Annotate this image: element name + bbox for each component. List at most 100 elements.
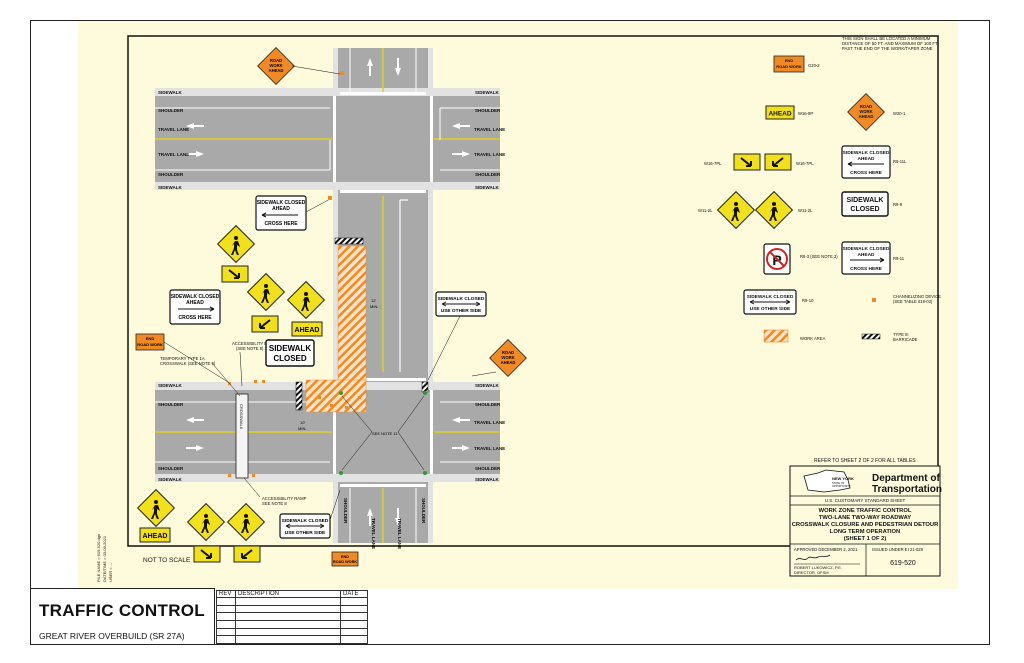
legend-code: R9-9 [893, 202, 903, 207]
sheet-title: (SHEET 1 OF 2) [844, 536, 887, 542]
temporary-crosswalk-callout: TEMPORARY TYPE 1A [160, 356, 205, 361]
sidewalk-closed-use-other-side-sign: SIDEWALK CLOSED USE OTHER SIDE [743, 289, 797, 315]
svg-text:WORK: WORK [501, 355, 514, 360]
table-row [216, 597, 368, 606]
work-area-icon [763, 329, 789, 343]
svg-text:SIDEWALK CLOSED: SIDEWALK CLOSED [282, 518, 329, 524]
sheet-title: WORK ZONE TRAFFIC CONTROL [819, 508, 912, 514]
work-area-dim: 10' [300, 420, 305, 425]
svg-text:DATE/TIME = 03-09-2021: DATE/TIME = 03-09-2021 [102, 535, 107, 582]
svg-text:END: END [341, 555, 349, 559]
temporary-crosswalk [235, 393, 249, 479]
svg-text:ROAD WORK: ROAD WORK [333, 560, 358, 564]
legend-code: WORK AREA [800, 336, 826, 341]
legend-desc: (SEE TABLE 619-02) [893, 299, 933, 304]
file-info: FILE NAME = 619-520.dgn DATE/TIME = 03-0… [96, 534, 113, 582]
pedestrian-crossing-icon [716, 190, 756, 230]
svg-text:ROAD WORK: ROAD WORK [776, 64, 802, 69]
temporary-crosswalk-callout: CROSSWALK (SEE NOTE 9) [160, 361, 216, 366]
end-road-work-sign: END ROAD WORK [331, 551, 359, 567]
svg-text:CLOSED: CLOSED [273, 354, 307, 363]
nys-logo: NEW YORK STATE OF OPPORTUNITY [803, 469, 854, 493]
travel-lane-label: TRAVEL LANE [158, 127, 189, 132]
table-row [216, 619, 368, 629]
sidewalk-label: SIDEWALK [475, 90, 500, 95]
svg-text:AHEAD: AHEAD [859, 114, 874, 119]
sheet-title: TWO-LANE TWO-WAY ROADWAY [819, 515, 911, 521]
shoulder-label: SHOULDER [343, 498, 348, 524]
svg-text:SIDEWALK CLOSED: SIDEWALK CLOSED [747, 294, 794, 300]
project-title-block: TRAFFIC CONTROL GREAT RIVER OVERBUILD (S… [30, 588, 215, 645]
legend-note: THIS SIGN SHALL BE LOCATED A MINIMUM DIS… [842, 36, 939, 51]
sidewalk-closed-sign: SIDEWALK CLOSED [265, 339, 315, 367]
pedestrian-sign-cluster: AHEAD [216, 224, 326, 337]
shoulder-label: SHOULDER [475, 402, 501, 407]
work-zone: CROSSWALK SEE NOTE 11 12' MIN. 10' MIN. [228, 237, 429, 479]
issued-under: ISSUED UNDER EI 21-029 [872, 547, 924, 552]
svg-text:SIDEWALK CLOSED: SIDEWALK CLOSED [843, 150, 890, 156]
travel-lane-label: TRAVEL LANE [474, 446, 505, 451]
work-area [337, 245, 367, 383]
svg-text:END: END [146, 336, 155, 341]
standard-sheet-label: U.S. CUSTOMARY STANDARD SHEET [825, 498, 906, 503]
pedestrian-sign-cluster: AHEAD [136, 488, 266, 563]
pedestrian-crossing-icon [136, 488, 176, 528]
sidewalk-label: SIDEWALK [158, 90, 183, 95]
sidewalk-label: SIDEWALK [158, 477, 183, 482]
sidewalk-closed-use-other-side-sign: SIDEWALK CLOSED USE OTHER SIDE [279, 513, 331, 539]
signer-title: DIRECTOR, OFSM [794, 570, 829, 575]
svg-text:SIDEWALK: SIDEWALK [269, 344, 311, 353]
sheet-title: LONG TERM OPERATION [830, 529, 900, 535]
work-area [305, 379, 367, 413]
svg-text:AHEAD: AHEAD [143, 533, 168, 540]
refer-note: REFER TO SHEET 2 OF 2 FOR ALL TABLES [814, 458, 916, 464]
plan-border [127, 35, 939, 547]
svg-text:SIDEWALK: SIDEWALK [847, 197, 884, 204]
svg-text:CROSS HERE: CROSS HERE [264, 221, 298, 227]
legend-code: R9-11 [893, 256, 905, 261]
pedestrian-crossing-icon [754, 190, 794, 230]
department-name: Department of [872, 473, 940, 484]
end-road-work-sign: END ROAD WORK [135, 333, 165, 351]
legend-code: R9-11L [893, 159, 907, 164]
sign-legend: END ROAD WORK G20-2 THIS SIGN SHALL BE L… [698, 36, 941, 343]
pedestrian-crossing-icon [286, 280, 326, 320]
svg-text:WORK: WORK [859, 109, 872, 114]
svg-text:USE OTHER SIDE: USE OTHER SIDE [441, 308, 482, 314]
travel-lane-label: TRAVEL LANE [158, 152, 189, 157]
svg-text:SIDEWALK CLOSED: SIDEWALK CLOSED [843, 246, 890, 252]
road-work-ahead-sign: ROAD WORK AHEAD [489, 339, 527, 377]
svg-text:SIDEWALK CLOSED: SIDEWALK CLOSED [171, 294, 220, 300]
svg-text:+: + [108, 575, 112, 582]
sidewalk-closed-cross-here-sign: SIDEWALK CLOSED AHEAD CROSS HERE [169, 289, 221, 325]
shoulder-label: SHOULDER [158, 466, 184, 471]
svg-text:ROAD WORK: ROAD WORK [137, 342, 163, 347]
sidewalk-label: SIDEWALK [475, 185, 500, 190]
svg-text:USER = ...: USER = ... [108, 563, 113, 582]
svg-text:USE OTHER SIDE: USE OTHER SIDE [750, 306, 791, 312]
legend-code: W16-7PL [796, 161, 814, 166]
svg-text:END: END [785, 58, 794, 63]
roadway-network [155, 48, 500, 543]
accessibility-ramp-callout: ACCESSIBILITY RAMP [232, 341, 277, 346]
svg-text:ROAD: ROAD [270, 58, 282, 63]
travel-lane-label: TRAVEL LANE [474, 152, 505, 157]
signer-name: ROBERT LUKOWICZ, P.E. [794, 565, 842, 570]
pedestrian-crossing-icon [226, 502, 266, 542]
accessibility-ramp-callout: ACCESSIBILITY RAMP [262, 496, 307, 501]
shoulder-label: SHOULDER [158, 172, 184, 177]
pedestrian-crossing-icon [216, 224, 256, 264]
approved-date: APPROVED DECEMBER 2, 2021 [794, 547, 858, 552]
legend-code: W20-1 [893, 111, 906, 116]
svg-text:AHEAD: AHEAD [269, 68, 284, 73]
legend-code: W16-9P [798, 111, 813, 116]
svg-text:CROSS HERE: CROSS HERE [178, 315, 212, 321]
svg-text:NEW YORK: NEW YORK [832, 476, 854, 481]
work-width-dim: 12' [371, 298, 376, 303]
barricade-icon [861, 333, 881, 340]
type-iii-barricade [334, 237, 364, 245]
table-row [216, 635, 368, 644]
table-row [216, 627, 368, 637]
sidewalk-closed-cross-here-sign: SIDEWALK CLOSED AHEAD CROSS HERE [841, 241, 891, 275]
